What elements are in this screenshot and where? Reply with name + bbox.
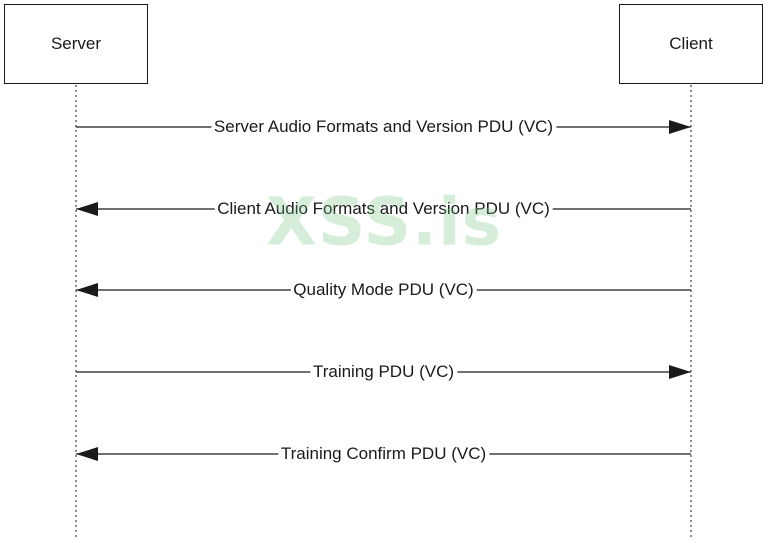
server-actor-box: Server	[4, 4, 148, 84]
message-label-5: Training Confirm PDU (VC)	[277, 444, 490, 464]
message-label-4: Training PDU (VC)	[309, 362, 458, 382]
message-label-3: Quality Mode PDU (VC)	[290, 280, 477, 300]
client-actor-label: Client	[669, 34, 713, 53]
message-label-2: Client Audio Formats and Version PDU (VC…	[214, 199, 553, 219]
message-label-1: Server Audio Formats and Version PDU (VC…	[210, 117, 557, 137]
client-actor-box: Client	[619, 4, 763, 84]
server-actor-label: Server	[50, 34, 102, 53]
